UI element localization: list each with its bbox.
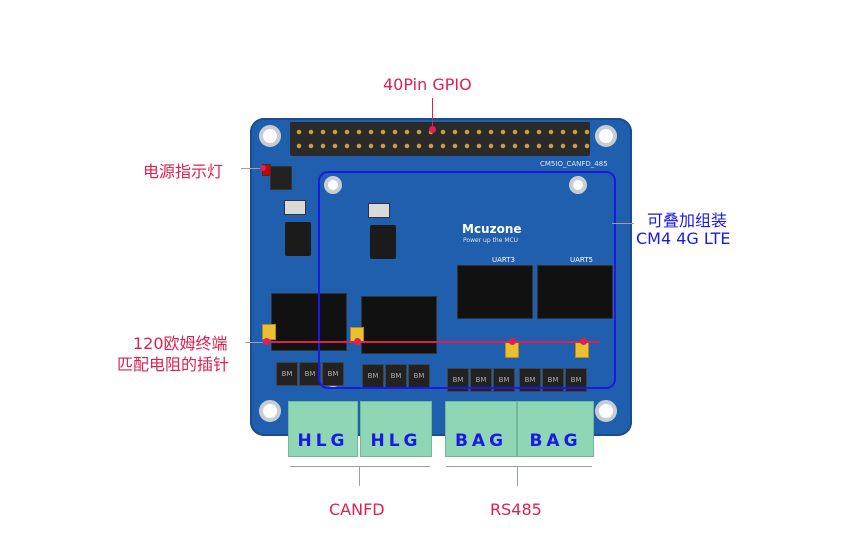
power-led-label: 电源指示灯 bbox=[143, 162, 224, 181]
board-tagline: Power up the MCU bbox=[463, 237, 519, 244]
resistor-dot bbox=[354, 338, 361, 345]
terminal-block: BAG bbox=[517, 401, 594, 457]
gpio-header bbox=[290, 122, 590, 156]
isolation-module bbox=[537, 265, 613, 319]
rs485-bracket bbox=[446, 466, 592, 467]
isolation-module bbox=[361, 296, 437, 354]
gpio-label: 40Pin GPIO bbox=[383, 75, 472, 94]
tvs-diode: BM bbox=[519, 368, 541, 392]
resistor-leader-line bbox=[245, 342, 263, 343]
rs485-bracket-tick bbox=[517, 466, 518, 486]
tvs-diode: BM bbox=[447, 368, 469, 392]
cm4-label-line1: 可叠加组装 bbox=[647, 211, 728, 230]
terminal-block: HLG bbox=[360, 401, 432, 457]
resistor-label-line2: 匹配电阻的插针 bbox=[117, 355, 230, 374]
mounting-hole bbox=[259, 400, 281, 422]
isolation-module bbox=[457, 265, 533, 319]
resistor-label-line1: 120欧姆终端 bbox=[133, 334, 228, 353]
canfd-bracket bbox=[290, 466, 430, 467]
uart-b-label: UART5 bbox=[570, 256, 593, 264]
cm4-leader-line bbox=[612, 223, 634, 224]
board-name: CM5IO_CANFD_485 bbox=[540, 160, 608, 168]
mounting-hole bbox=[595, 125, 617, 147]
resistor-dot bbox=[580, 338, 587, 345]
terminal-block: BAG bbox=[445, 401, 517, 457]
tvs-diode: BM bbox=[565, 368, 587, 392]
rs485-label: RS485 bbox=[490, 500, 542, 519]
resistor-dot bbox=[263, 338, 270, 345]
uart-a-label: UART3 bbox=[492, 256, 515, 264]
canfd-label: CANFD bbox=[329, 500, 385, 519]
tvs-diode: BM bbox=[408, 364, 430, 388]
board-logo: Mcuzone bbox=[462, 222, 522, 236]
terminal-block: HLG bbox=[288, 401, 358, 457]
tvs-diode: BM bbox=[276, 362, 298, 386]
tvs-diode: BM bbox=[299, 362, 321, 386]
crystal bbox=[284, 200, 306, 215]
gpio-dot bbox=[429, 126, 436, 133]
cm4-stack-outline bbox=[318, 171, 616, 389]
tvs-diode: BM bbox=[493, 368, 515, 392]
tvs-diode: BM bbox=[542, 368, 564, 392]
mounting-hole bbox=[595, 400, 617, 422]
gpio-leader-line bbox=[432, 98, 433, 128]
canfd-bracket-tick bbox=[359, 466, 360, 486]
mounting-hole bbox=[569, 176, 587, 194]
tvs-diode: BM bbox=[470, 368, 492, 392]
cm4-label-line2: CM4 4G LTE bbox=[636, 229, 731, 248]
crystal bbox=[368, 203, 390, 218]
regulator-chip bbox=[270, 166, 292, 190]
can-transceiver-ic bbox=[282, 222, 314, 256]
power-led-leader-line bbox=[241, 168, 261, 169]
power-led-dot bbox=[260, 165, 266, 171]
mounting-hole bbox=[324, 176, 342, 194]
can-transceiver-ic bbox=[367, 225, 399, 259]
resistor-connector-line bbox=[268, 341, 600, 343]
resistor-dot bbox=[509, 338, 516, 345]
mounting-hole bbox=[259, 125, 281, 147]
